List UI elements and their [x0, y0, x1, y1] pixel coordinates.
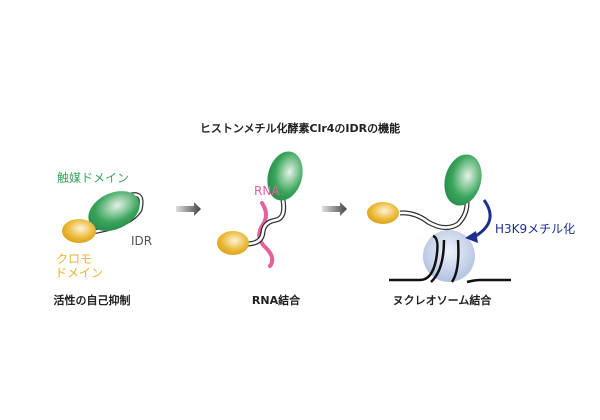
arrow-right-icon [176, 202, 201, 216]
idr-label: IDR [131, 234, 152, 248]
caption-rna-binding: RNA結合 [252, 293, 301, 307]
chromo-domain-label-2: ドメイン [55, 266, 103, 280]
catalytic-domain-label: 触媒ドメイン [57, 171, 129, 185]
caption-autoinhibition: 活性の自己抑制 [54, 293, 131, 307]
nucleosome [423, 230, 475, 282]
arrow-right-icon [322, 202, 347, 216]
caption-nucleosome-binding: ヌクレオソーム結合 [393, 293, 493, 307]
catalytic-domain [88, 191, 140, 231]
rna-label: RNA [254, 184, 280, 198]
chromo-domain-label-1: クロモ [56, 252, 92, 266]
panel-rna-binding: RNA RNA結合 [217, 151, 303, 307]
methylation-label: H3K9メチル化 [495, 222, 575, 236]
chromo-domain [367, 202, 399, 224]
chromo-domain [62, 219, 96, 243]
catalytic-domain [267, 151, 303, 201]
panel-autoinhibition: 触媒ドメイン IDR クロモ ドメイン 活性の自己抑制 [54, 171, 153, 307]
catalytic-domain [444, 154, 482, 206]
panel-nucleosome-binding: H3K9メチル化 ヌクレオソーム結合 [367, 154, 575, 307]
diagram-title: ヒストンメチル化酵素Clr4のIDRの機能 [200, 121, 400, 135]
dna [389, 234, 511, 284]
methylation-arrow-icon [473, 199, 492, 239]
chromo-domain [217, 231, 249, 255]
